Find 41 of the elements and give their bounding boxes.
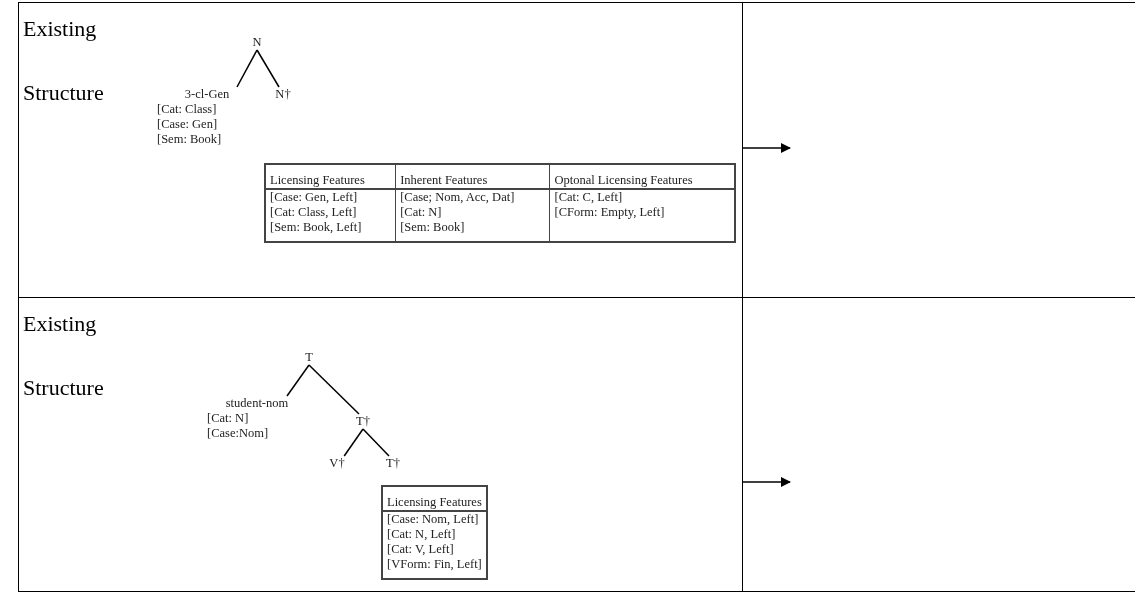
node-label: T† (355, 414, 371, 429)
table-cell (18, 297, 743, 592)
feature-text: [Cat: V, Left] (387, 542, 455, 557)
tree-branch (343, 428, 364, 457)
header-cell: Licensing Features (265, 164, 396, 189)
feature-text: [Cat: Class, Left] (270, 205, 358, 220)
node-label: 3-cl-Gen (183, 87, 231, 102)
feature-text: [Case; Nom, Acc, Dat] (400, 190, 516, 205)
arrow (742, 143, 791, 153)
node-label: student-nom (224, 396, 290, 411)
feature-text: [Cat: C, Left] (554, 190, 624, 205)
feature-text: [Case: Gen] (157, 117, 219, 132)
feature-text: [Case: Nom, Left] (387, 512, 480, 527)
feature-table (381, 485, 488, 580)
feature-text: [Sem: Book] (400, 220, 466, 235)
feature-text: [Cat: N, Left] (387, 527, 457, 542)
tree-branch (362, 428, 390, 457)
feature-text: [VForm: Fin, Left] (387, 557, 482, 572)
node-label: N† (274, 87, 292, 102)
arrow (742, 477, 791, 487)
row-heading: Existing Structure (23, 15, 105, 107)
feature-table (264, 163, 736, 243)
tree-branch (308, 364, 360, 415)
feature-text: [Sem: Book] (157, 132, 223, 147)
feature-text: [Cat: N] (400, 205, 443, 220)
node-label: V† (328, 456, 346, 471)
feature-text: [Case: Gen, Left] (270, 190, 359, 205)
node-label: T† (385, 456, 401, 471)
feature-text: [Cat: N] (207, 411, 250, 426)
header-cell: Inherent Features (395, 164, 550, 189)
feature-text: [Case:Nom] (207, 426, 270, 441)
feature-text: [Cat: Class] (157, 102, 218, 117)
row-heading: Existing Structure (23, 310, 105, 402)
feature-text: [CForm: Empty, Left] (554, 205, 666, 220)
tree-branch (286, 364, 310, 397)
feature-text: [Sem: Book, Left] (270, 220, 363, 235)
node-label: T (304, 350, 314, 365)
tree-branch (256, 49, 280, 88)
node-label: N (251, 35, 263, 50)
tree-branch (236, 49, 258, 88)
table-cell (18, 2, 743, 298)
